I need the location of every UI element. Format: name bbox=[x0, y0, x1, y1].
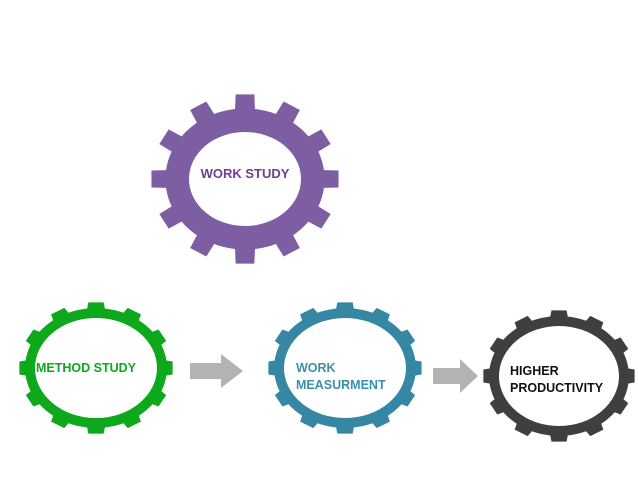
arrow-measurement-to-productivity bbox=[433, 359, 478, 393]
gear-higher-productivity-label-line-1: HIGHER bbox=[510, 364, 559, 378]
gear-higher-productivity: HIGHER PRODUCTIVITY bbox=[483, 310, 635, 442]
gear-higher-productivity-label: HIGHER bbox=[510, 364, 559, 378]
arrow-method-to-measurement bbox=[190, 354, 243, 388]
gear-work-study: WORK STUDY bbox=[151, 94, 339, 264]
gear-work-study-label-line-1: WORK STUDY bbox=[201, 166, 290, 181]
gear-work-measurement-label-line-2: MEASURMENT bbox=[296, 378, 386, 392]
gear-higher-productivity-label-2: PRODUCTIVITY bbox=[510, 381, 604, 395]
gear-method-study: METHOD STUDY bbox=[19, 302, 173, 434]
gear-work-study-label: WORK STUDY bbox=[201, 166, 290, 181]
gear-higher-productivity-shape bbox=[483, 310, 635, 442]
gear-work-measurement-label-line-1: WORK bbox=[296, 361, 336, 375]
gear-method-study-label: METHOD STUDY bbox=[36, 361, 137, 375]
gear-work-measurement-label-2: MEASURMENT bbox=[296, 378, 386, 392]
gear-higher-productivity-label-line-2: PRODUCTIVITY bbox=[510, 381, 604, 395]
gear-work-measurement: WORK MEASURMENT bbox=[268, 302, 422, 434]
gear-work-study-shape bbox=[151, 94, 339, 264]
gear-method-study-label-line-1: METHOD STUDY bbox=[36, 361, 137, 375]
gear-work-measurement-shape bbox=[268, 302, 422, 434]
gear-work-measurement-label: WORK bbox=[296, 361, 336, 375]
